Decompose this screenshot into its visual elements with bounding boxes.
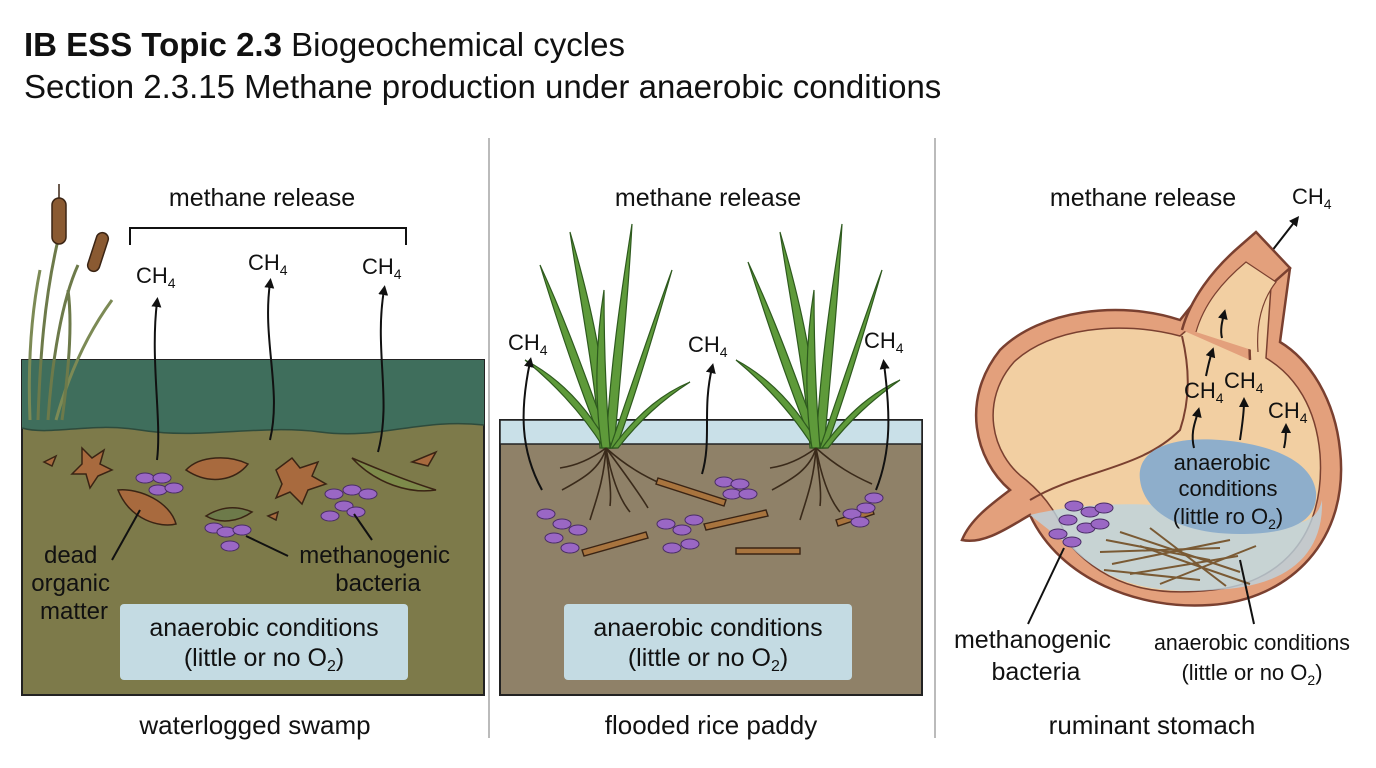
ch4-label: CH4 xyxy=(248,250,288,278)
rumen-outer-line1: anaerobic conditions xyxy=(1154,630,1350,655)
rice-plant-icon xyxy=(735,223,901,449)
ch4-label: CH4 xyxy=(136,263,176,291)
ch4-arrow xyxy=(264,278,275,441)
ch4-arrow xyxy=(377,285,389,453)
rumen-caption: ruminant stomach xyxy=(1049,710,1256,740)
rumen-inner-line2: conditions xyxy=(1178,476,1277,501)
ch4-arrow xyxy=(875,359,890,491)
rumen-heading: methane release xyxy=(1050,184,1236,212)
ch4-arrow xyxy=(522,357,543,491)
leader-bacteria-2 xyxy=(353,513,373,541)
ch4-label: CH4 xyxy=(362,254,402,282)
rumen-arrows xyxy=(1191,309,1291,449)
rumen-ch4-2: CH4 xyxy=(1224,368,1264,396)
swamp-heading: methane release xyxy=(169,184,355,212)
panel-swamp: methane release CH4 CH4 CH4 xyxy=(21,184,485,740)
leader-bacteria xyxy=(245,535,289,557)
page-subtitle: Section 2.3.15 Methane production under … xyxy=(24,68,942,105)
title-topic: IB ESS Topic 2.3 xyxy=(24,26,282,63)
ch4-arrow xyxy=(701,363,716,475)
panel-divider-1 xyxy=(488,138,490,738)
rice-ch4-1: CH4 xyxy=(508,330,548,491)
paddy-water xyxy=(499,419,923,445)
swamp-ch4-3: CH4 xyxy=(362,254,402,453)
rice-caption: flooded rice paddy xyxy=(605,710,817,740)
rumen-gas-pocket xyxy=(1139,439,1317,534)
rumen-leader-bacteria xyxy=(1027,547,1065,625)
leader-dead-matter xyxy=(111,509,141,561)
label-methanogenic-bacteria: methanogenic bacteria xyxy=(299,542,456,597)
ch4-label: CH4 xyxy=(508,330,548,358)
rice-roots xyxy=(559,447,873,521)
ch4-arrow xyxy=(151,297,162,461)
rice-anaerobic-line1: anaerobic conditions xyxy=(593,614,822,642)
rumen-ch4-3: CH4 xyxy=(1268,398,1308,426)
swamp-caption: waterlogged swamp xyxy=(138,710,370,740)
panel-divider-2 xyxy=(934,138,936,738)
rice-anaerobic-line2: (little or no O2) xyxy=(628,644,788,675)
rumen-inner-line1: anaerobic xyxy=(1174,450,1271,475)
rumen-leader-anaerobic xyxy=(1239,559,1255,625)
title-block: IB ESS Topic 2.3 Biogeochemical cycles S… xyxy=(24,24,941,108)
rumen-inner-line3: (little ro O2) xyxy=(1173,504,1284,532)
ch4-label: CH4 xyxy=(864,328,904,356)
swamp-bracket xyxy=(129,227,407,245)
rumen-fibres xyxy=(1099,527,1257,587)
swamp-anaerobic-line2: (little or no O2) xyxy=(184,644,344,675)
swamp-water xyxy=(22,360,484,434)
rice-heading: methane release xyxy=(615,184,801,212)
rumen-label-bacteria: methanogenic bacteria xyxy=(954,626,1118,686)
swamp-ch4-1: CH4 xyxy=(136,263,176,461)
panel-rice: methane release xyxy=(499,184,923,740)
label-dead-organic-matter: dead organic matter xyxy=(31,542,116,625)
cattail-icon xyxy=(27,184,114,421)
rumen-outer-line2: (little or no O2) xyxy=(1181,660,1322,688)
page-title: IB ESS Topic 2.3 Biogeochemical cycles xyxy=(24,24,941,66)
swamp-anaerobic-line1: anaerobic conditions xyxy=(149,614,378,642)
rice-anaerobic-box xyxy=(564,604,852,680)
rumen-ch4-1: CH4 xyxy=(1184,378,1224,406)
title-topic-name: Biogeochemical cycles xyxy=(291,26,625,63)
swamp-ch4-2: CH4 xyxy=(248,250,288,441)
rumen-ch4-top: CH4 xyxy=(1292,184,1332,212)
swamp-anaerobic-box xyxy=(120,604,408,680)
ch4-label: CH4 xyxy=(688,332,728,360)
rice-plant-icon xyxy=(524,223,691,449)
rice-ch4-2: CH4 xyxy=(688,332,728,475)
dead-leaves xyxy=(42,446,438,526)
rice-ch4-3: CH4 xyxy=(864,328,904,491)
panel-rumen: methane release CH4 anaerobic conditions… xyxy=(954,184,1350,740)
